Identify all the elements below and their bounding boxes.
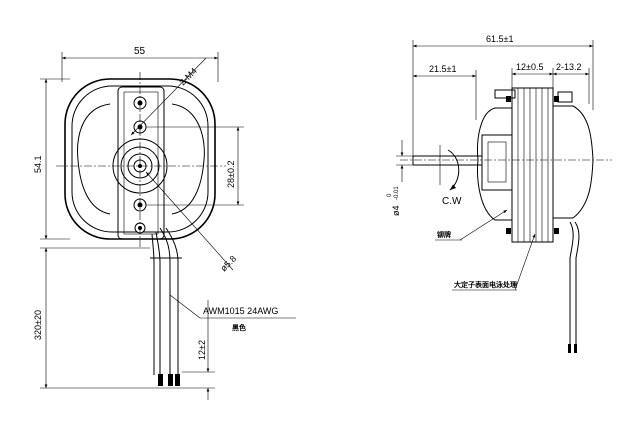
lead-dim-label: 320±20	[33, 310, 43, 340]
stripped-end-2	[168, 374, 173, 386]
stack-dim-label: 12±0.5	[516, 62, 543, 72]
top-rivet-rear	[554, 96, 559, 102]
side-body-outline	[477, 107, 512, 221]
top-rivet-front	[506, 96, 511, 102]
height-dim-label: 54.1	[33, 155, 43, 173]
shaft-dia-label: ø4	[391, 205, 401, 216]
width-dim-label: 55	[134, 46, 146, 57]
side-lead-wire-1	[569, 221, 574, 348]
stripped-end-3	[175, 374, 180, 386]
shaft-ext-label: 21.5±1	[429, 64, 456, 74]
rivet-note-leader	[459, 209, 508, 241]
inner-housing	[481, 134, 513, 191]
lead-wire-4	[151, 233, 155, 375]
wire-color-label: 黑色	[232, 323, 246, 332]
front-view: 55 54.1 2-M4 28±0.2 ø5.8 320±20 12±2 AWM…	[33, 46, 296, 400]
rotation-arrow	[447, 149, 460, 191]
stripped-end-1	[158, 374, 163, 386]
upper-mount-screw-hole	[137, 124, 143, 130]
bore-leader	[145, 171, 234, 271]
side-lead-wire-2	[574, 221, 580, 348]
side-stripped-end-2	[574, 344, 577, 353]
lead-wire-1	[159, 227, 171, 375]
surface-note-label: 大定子表面电泳处理	[454, 280, 517, 289]
rotation-label: C.W	[442, 196, 462, 207]
screw-leader	[130, 57, 207, 136]
center-bracket	[117, 86, 165, 240]
overall-dim-label: 61.5±1	[486, 34, 513, 44]
wire-spec-leader	[169, 294, 201, 319]
shaft-tol-lower: -0.01	[394, 186, 400, 200]
top-bracket-rear	[557, 91, 573, 103]
screw-callout-label: 2-M4	[177, 66, 199, 88]
surface-note-leader	[514, 233, 536, 291]
side-body-rear	[553, 105, 594, 219]
shaft-tol-upper: 0	[387, 193, 393, 197]
side-stripped-end-1	[568, 344, 571, 353]
bottom-rivet-front	[506, 228, 511, 234]
right-lobe	[171, 103, 205, 215]
top-bracket	[494, 89, 516, 99]
center-bracket-inner	[123, 91, 159, 235]
wire-spec-label: AWM1015 24AWG	[203, 306, 278, 316]
lead-wire-3	[155, 231, 161, 375]
spacing-dim-label: 28±0.2	[226, 161, 236, 188]
left-lobe	[77, 103, 111, 215]
rivet-note-label: 铆牌	[437, 230, 451, 239]
lead-wire-2	[165, 227, 179, 375]
inner-housing-detail	[487, 141, 507, 183]
rear-dim-label: 2-13.2	[556, 62, 582, 72]
bottom-rivet-rear	[554, 228, 559, 234]
side-view: C.W 61.5±1 21.5±1 12±0.5 2-13.2 ø4 0 -0.…	[387, 34, 612, 353]
strip-dim-label: 12±2	[197, 340, 207, 360]
